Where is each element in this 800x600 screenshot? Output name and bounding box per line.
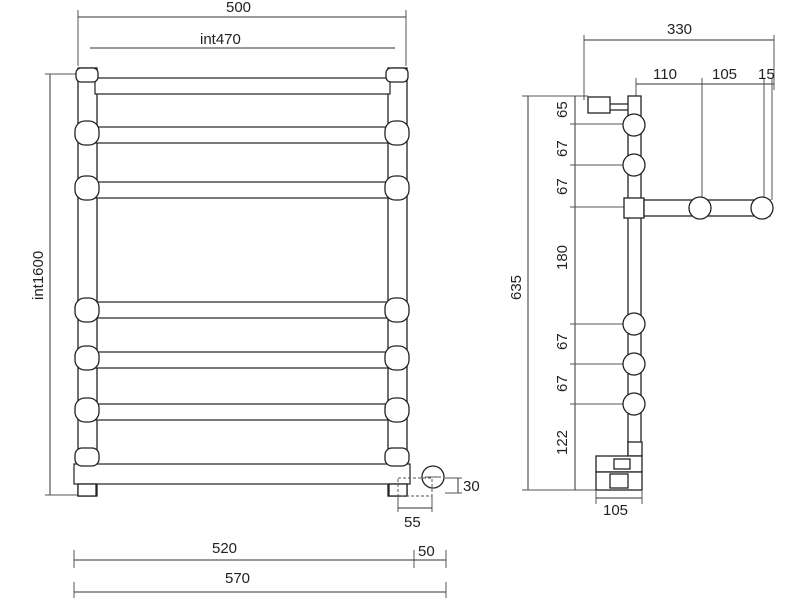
dim-overall-width: 500	[77, 0, 407, 66]
joint	[74, 345, 100, 371]
label-spacing-4: 180	[554, 245, 571, 270]
joints-right	[384, 67, 410, 467]
label-spacing-1: 65	[554, 101, 571, 118]
label-base-width: 105	[603, 502, 628, 519]
label-overall-width: 500	[226, 0, 251, 16]
label-height: int1600	[30, 251, 47, 300]
rail-joint	[622, 392, 646, 416]
joint	[384, 120, 410, 146]
dim-depth-total: 330	[583, 21, 775, 100]
dim-pipe-spacing: 520 50	[73, 540, 447, 568]
label-spacing-3: 67	[554, 178, 571, 195]
valve-collar	[627, 441, 643, 457]
valve-dashed-box	[397, 477, 433, 497]
rail-bar	[94, 77, 391, 95]
rail-joint	[622, 113, 646, 137]
joint	[75, 67, 99, 83]
label-spacing-7: 122	[554, 430, 571, 455]
dim-height-total: 635	[508, 95, 596, 491]
dim-depth-parts: 110 105 15	[635, 66, 775, 200]
label-depth-3: 15	[758, 66, 775, 83]
dim-base-width: 105	[595, 490, 643, 519]
label-depth-total: 330	[667, 21, 692, 38]
rail-bar	[94, 301, 391, 319]
joint	[74, 120, 100, 146]
dim-inner-width: int470	[90, 31, 395, 49]
label-connector-offset: 50	[418, 543, 435, 560]
joint	[384, 345, 410, 371]
label-spacing-2: 67	[554, 140, 571, 157]
label-inner-width: int470	[200, 31, 241, 48]
rail-bar	[94, 351, 391, 369]
label-valve-offset: 55	[404, 514, 421, 531]
rail-bar	[94, 181, 391, 199]
shelf-rail-joint	[750, 196, 774, 220]
valve-nut	[609, 473, 629, 489]
joint	[384, 175, 410, 201]
joint	[74, 175, 100, 201]
label-spacing-5: 67	[554, 333, 571, 350]
wall-bracket	[587, 96, 611, 114]
joint	[74, 397, 100, 423]
joint	[384, 397, 410, 423]
joint	[74, 297, 100, 323]
label-spacing-6: 67	[554, 375, 571, 392]
rail-joint	[622, 153, 646, 177]
valve-knob	[613, 458, 631, 470]
shelf-arm	[623, 196, 774, 220]
dim-height: int1600	[30, 73, 78, 496]
rail-bar	[94, 403, 391, 421]
rail-bars	[73, 77, 411, 485]
rail-joint	[622, 352, 646, 376]
front-view: 500 int470 int1600	[30, 0, 480, 598]
rail-joint	[622, 312, 646, 336]
side-joints	[622, 113, 646, 416]
valve-connector: 30 55	[397, 465, 480, 531]
dim-total-width: 570	[73, 570, 447, 598]
joint	[74, 447, 100, 467]
label-valve-height: 30	[463, 478, 480, 495]
joints-left	[74, 67, 100, 467]
dim-spacings: 65 67 67 180 67 67 122	[554, 96, 630, 490]
bottom-rail-bar	[73, 463, 411, 485]
joint	[385, 67, 409, 83]
label-height-total: 635	[508, 275, 525, 300]
left-foot	[77, 483, 97, 497]
label-pipe-spacing: 520	[212, 540, 237, 557]
label-depth-2: 105	[712, 66, 737, 83]
label-depth-1: 110	[653, 66, 677, 83]
side-view: 330 110 105 15 635	[508, 21, 775, 519]
shelf-rail-joint	[688, 196, 712, 220]
label-total-width: 570	[225, 570, 250, 587]
joint	[384, 297, 410, 323]
side-valve	[595, 441, 643, 491]
joint	[384, 447, 410, 467]
arm-bracket	[623, 197, 645, 219]
rail-bar	[94, 126, 391, 144]
